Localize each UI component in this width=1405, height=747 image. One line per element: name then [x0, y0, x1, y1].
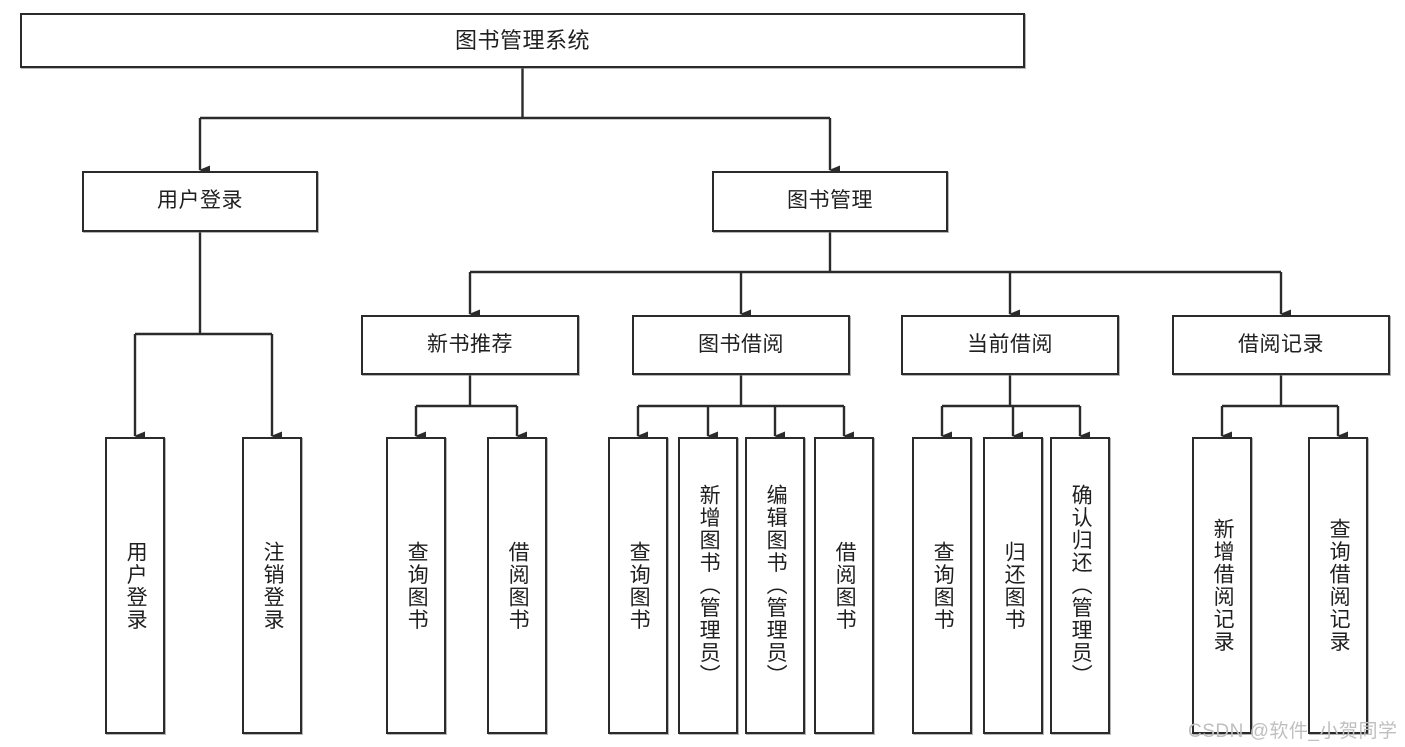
node-leaf-borrow1[interactable]: 借阅图书: [487, 437, 547, 734]
node-label: 归还图书: [1002, 540, 1026, 631]
node-label: 查询图书: [627, 540, 651, 631]
node-label: 查询图书: [405, 540, 429, 631]
node-root[interactable]: 图书管理系统: [20, 13, 1025, 68]
node-label: 用户登录: [157, 189, 243, 213]
node-bookmgmt[interactable]: 图书管理: [712, 171, 948, 232]
node-leaf-add[interactable]: 新增图书（管理员）: [678, 437, 738, 734]
node-records[interactable]: 借阅记录: [1172, 315, 1390, 375]
node-leaf-return[interactable]: 归还图书: [983, 437, 1043, 734]
node-label: 新增借阅记录: [1211, 518, 1235, 653]
csdn-watermark: CSDN @软件_小贺同学: [1188, 721, 1398, 742]
node-leaf-query2[interactable]: 查询图书: [608, 437, 668, 734]
node-borrow[interactable]: 图书借阅: [632, 315, 850, 375]
node-leaf-borrow2[interactable]: 借阅图书: [814, 437, 874, 734]
node-label: 借阅记录: [1238, 332, 1324, 356]
node-label: 当前借阅: [967, 332, 1053, 356]
node-label: 注销登录: [261, 540, 285, 631]
node-current[interactable]: 当前借阅: [901, 315, 1119, 375]
node-label: 图书借阅: [698, 332, 784, 356]
node-label: 图书管理系统: [454, 27, 590, 53]
node-label: 借阅图书: [506, 540, 530, 631]
node-leaf-confirm[interactable]: 确认归还（管理员）: [1050, 437, 1110, 734]
node-leaf-addrec[interactable]: 新增借阅记录: [1192, 437, 1252, 734]
node-label: 新增图书（管理员）: [697, 484, 721, 687]
node-label: 确认归还（管理员）: [1069, 484, 1093, 687]
node-label: 查询借阅记录: [1327, 518, 1351, 653]
node-leaf-query1[interactable]: 查询图书: [386, 437, 446, 734]
node-leaf-query3[interactable]: 查询图书: [912, 437, 972, 734]
node-label: 借阅图书: [833, 540, 857, 631]
node-newbook[interactable]: 新书推荐: [361, 315, 579, 375]
node-leaf-login[interactable]: 用户登录: [105, 437, 165, 734]
node-label: 查询图书: [931, 540, 955, 631]
node-label: 新书推荐: [427, 332, 513, 356]
node-leaf-edit[interactable]: 编辑图书（管理员）: [745, 437, 805, 734]
node-label: 用户登录: [124, 540, 148, 631]
node-leaf-queryrec[interactable]: 查询借阅记录: [1308, 437, 1368, 734]
node-label: 编辑图书（管理员）: [764, 484, 788, 687]
node-label: 图书管理: [787, 189, 873, 213]
node-leaf-logout[interactable]: 注销登录: [242, 437, 302, 734]
node-login[interactable]: 用户登录: [82, 171, 318, 232]
